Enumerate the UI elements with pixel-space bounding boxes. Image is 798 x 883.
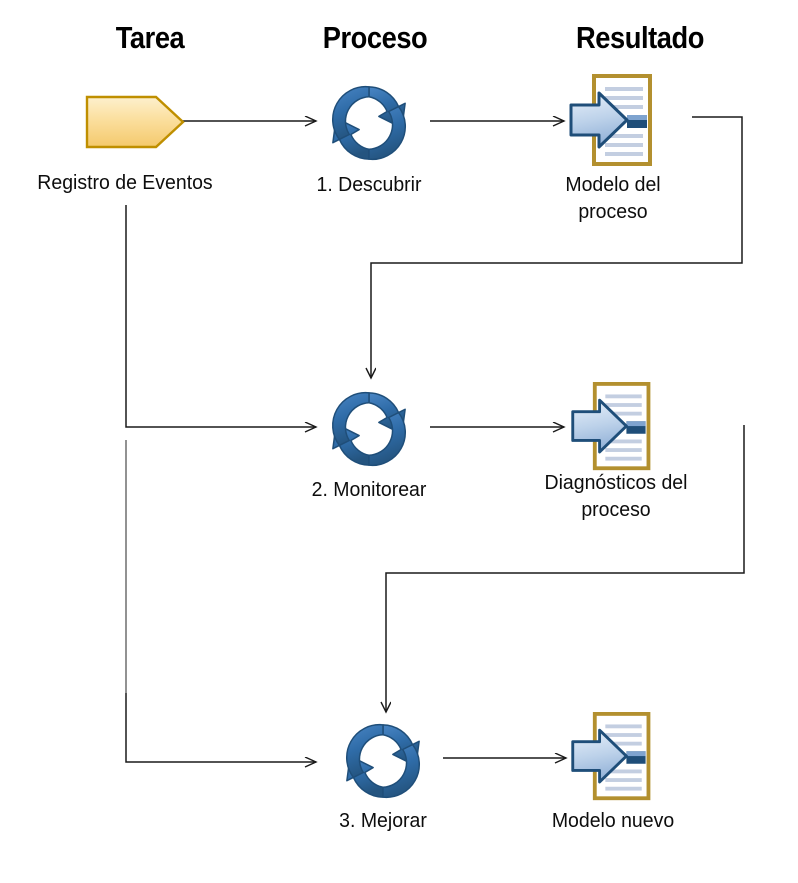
node-label-result3: Modelo nuevo — [551, 809, 675, 832]
node-label-result1: Modelo del proceso — [565, 173, 661, 223]
node-result3[interactable] — [567, 710, 659, 806]
node-step1[interactable] — [318, 77, 420, 169]
document-arrow-icon — [569, 74, 652, 166]
node-result1[interactable] — [565, 72, 661, 172]
node-label-event-log: Registro de Eventos — [37, 171, 213, 194]
node-step2[interactable] — [318, 383, 420, 475]
wire-result2-to-step3 — [386, 425, 745, 712]
node-label-result2: Diagnósticos del proceso — [544, 471, 688, 521]
wire-log-to-step3-b — [125, 693, 316, 762]
node-step3[interactable] — [332, 715, 434, 807]
process-cycle-icon — [332, 85, 406, 161]
column-header-tarea: Tarea — [115, 20, 185, 55]
process-cycle-icon — [332, 391, 406, 467]
document-arrow-icon — [571, 712, 651, 801]
node-label-step1: 1. Descubrir — [316, 173, 422, 196]
wire-log-to-step2 — [125, 205, 316, 427]
node-result2[interactable] — [567, 380, 659, 476]
process-cycle-icon — [346, 723, 420, 799]
column-header-proceso: Proceso — [322, 20, 428, 55]
column-header-resultado: Resultado — [576, 20, 704, 55]
node-label-step3: 3. Mejorar — [339, 809, 427, 832]
node-event-log[interactable] — [84, 94, 186, 150]
wire-result1-to-step2 — [371, 116, 743, 378]
document-arrow-icon — [571, 382, 651, 471]
pentagon-tag-icon — [85, 95, 185, 149]
node-label-step2: 2. Monitorear — [311, 478, 427, 501]
